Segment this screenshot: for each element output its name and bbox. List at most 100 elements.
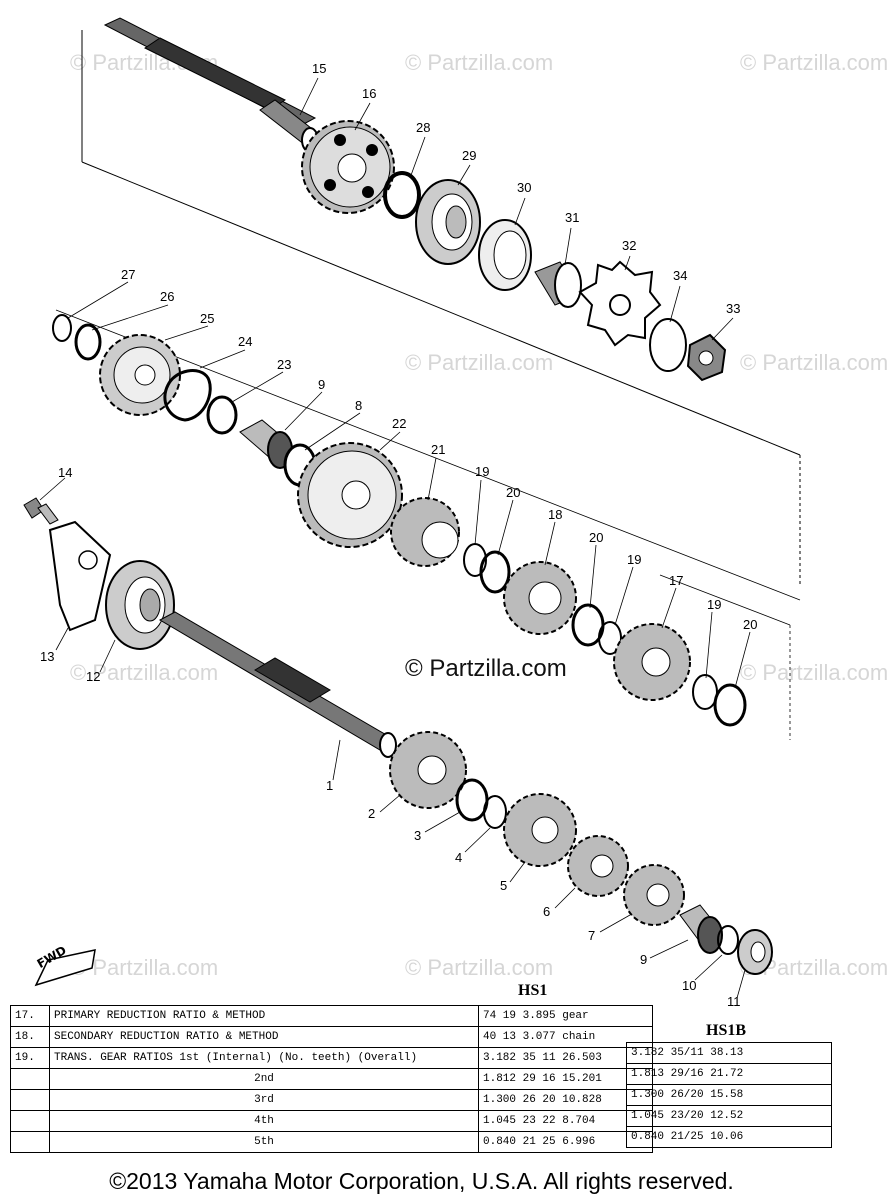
callout-20: 20	[589, 530, 603, 545]
table-row: 3rd 1.300 26 20 10.828	[10, 1089, 653, 1111]
row-value-hs1: 74 19 3.895 gear	[478, 1005, 653, 1027]
callout-24: 24	[238, 334, 252, 349]
frame-line	[81, 161, 801, 456]
callout-4: 4	[455, 850, 462, 865]
callout-9: 9	[318, 377, 325, 392]
table-row: 18. SECONDARY REDUCTION RATIO & METHOD 4…	[10, 1026, 653, 1048]
callout-18: 18	[548, 507, 562, 522]
table-row: 5th 0.840 21 25 6.996	[10, 1131, 653, 1153]
sprocket-32	[578, 260, 662, 347]
circlip-10	[717, 925, 739, 955]
callout-28: 28	[416, 120, 430, 135]
row-value-hs1b: 3.182 35/11 38.13	[626, 1042, 832, 1064]
callout-5: 5	[500, 878, 507, 893]
callout-22: 22	[392, 416, 406, 431]
callout-20: 20	[743, 617, 757, 632]
gear-7	[623, 864, 685, 926]
row-label: 2nd	[49, 1068, 479, 1090]
bearing-11	[737, 929, 773, 975]
row-value-hs1b: 1.813 29/16 21.72	[626, 1063, 832, 1085]
frame-line	[55, 309, 801, 601]
spec-table-hs1b: 3.182 35/11 38.13 1.813 29/16 21.72 1.30…	[626, 1042, 832, 1148]
bearing-12	[105, 560, 175, 650]
parts-diagram-page: © Partzilla.com © Partzilla.com © Partzi…	[10, 17, 888, 1194]
callout-12: 12	[86, 669, 100, 684]
main-axle-1	[158, 611, 397, 758]
row-value-hs1: 1.045 23 22 8.704	[478, 1110, 653, 1132]
bearing-9-lower	[679, 904, 723, 954]
gear-18	[503, 561, 577, 635]
callout-19: 19	[707, 597, 721, 612]
callout-numbers: 15 16 28 29 30 31 32 34 33 27 26 25 24 2…	[40, 61, 757, 1009]
table-row: 17. PRIMARY REDUCTION RATIO & METHOD 74 …	[10, 1005, 653, 1027]
bolt-14	[23, 497, 59, 525]
callout-21: 21	[431, 442, 445, 457]
gear-16	[301, 120, 395, 214]
callout-16: 16	[362, 86, 376, 101]
table-row: 2nd 1.812 29 16 15.201	[10, 1068, 653, 1090]
transmission-exploded-view: 15 16 28 29 30 31 32 34 33 27 26 25 24 2…	[23, 17, 801, 1009]
gear-5	[503, 793, 577, 867]
callout-31: 31	[565, 210, 579, 225]
circlip-4	[483, 795, 507, 829]
spec-table: 17. PRIMARY REDUCTION RATIO & METHOD 74 …	[10, 1005, 832, 1175]
callout-17: 17	[669, 573, 683, 588]
watermark-main: © Partzilla.com	[405, 655, 567, 682]
watermark: © Partzilla.com	[740, 660, 888, 685]
callout-1: 1	[326, 778, 333, 793]
callout-26: 26	[160, 289, 174, 304]
callout-10: 10	[682, 978, 696, 993]
callout-33: 33	[726, 301, 740, 316]
callout-6: 6	[543, 904, 550, 919]
row-value-hs1: 0.840 21 25 6.996	[478, 1131, 653, 1153]
lock-washer-34	[649, 318, 687, 372]
nut-33	[686, 333, 727, 382]
table-row: 19. TRANS. GEAR RATIOS 1st (Internal) (N…	[10, 1047, 653, 1069]
copyright-notice: ©2013 Yamaha Motor Corporation, U.S.A. A…	[109, 1168, 734, 1194]
model-a-title: HS1	[518, 982, 548, 999]
gear-21	[390, 497, 460, 567]
kick-gear-25	[99, 334, 181, 416]
row-label: SECONDARY REDUCTION RATIO & METHOD	[49, 1026, 479, 1048]
callout-27: 27	[121, 267, 135, 282]
clip-24	[163, 369, 212, 422]
table-row: 1.045 23/20 12.52	[626, 1105, 832, 1127]
row-number: 17.	[10, 1005, 50, 1027]
washer-28	[383, 171, 421, 219]
table-row: 0.840 21/25 10.06	[626, 1126, 832, 1148]
callout-29: 29	[462, 148, 476, 163]
watermark: © Partzilla.com	[70, 955, 219, 980]
table-row: 1.813 29/16 21.72	[626, 1063, 832, 1085]
watermark: © Partzilla.com	[405, 50, 554, 75]
callout-25: 25	[200, 311, 214, 326]
table-row: 1.300 26/20 15.58	[626, 1084, 832, 1106]
washer-23	[206, 395, 238, 435]
callout-30: 30	[517, 180, 531, 195]
watermark: © Partzilla.com	[740, 50, 888, 75]
row-number	[10, 1110, 50, 1132]
row-label: 4th	[49, 1110, 479, 1132]
callout-9: 9	[640, 952, 647, 967]
callout-20: 20	[506, 485, 520, 500]
watermark: © Partzilla.com	[70, 660, 219, 685]
table-row: 4th 1.045 23 22 8.704	[10, 1110, 653, 1132]
row-value-hs1: 1.812 29 16 15.201	[478, 1068, 653, 1090]
leader-lines	[39, 77, 751, 999]
row-number	[10, 1089, 50, 1111]
gear-2	[389, 731, 467, 809]
washer-20	[479, 550, 511, 594]
row-label: PRIMARY REDUCTION RATIO & METHOD	[49, 1005, 479, 1027]
oil-seal-30	[478, 219, 532, 291]
frame-line	[659, 574, 791, 626]
gear-22	[297, 442, 403, 548]
row-value-hs1b: 1.300 26/20 15.58	[626, 1084, 832, 1106]
callout-34: 34	[673, 268, 687, 283]
washer-20	[713, 683, 747, 727]
row-value-hs1: 3.182 35 11 26.503	[478, 1047, 653, 1069]
callout-11: 11	[727, 994, 741, 1009]
row-label: 3rd	[49, 1089, 479, 1111]
drive-axle-15	[103, 17, 321, 153]
row-number	[10, 1068, 50, 1090]
row-value-hs1: 1.300 26 20 10.828	[478, 1089, 653, 1111]
callout-15: 15	[312, 61, 326, 76]
